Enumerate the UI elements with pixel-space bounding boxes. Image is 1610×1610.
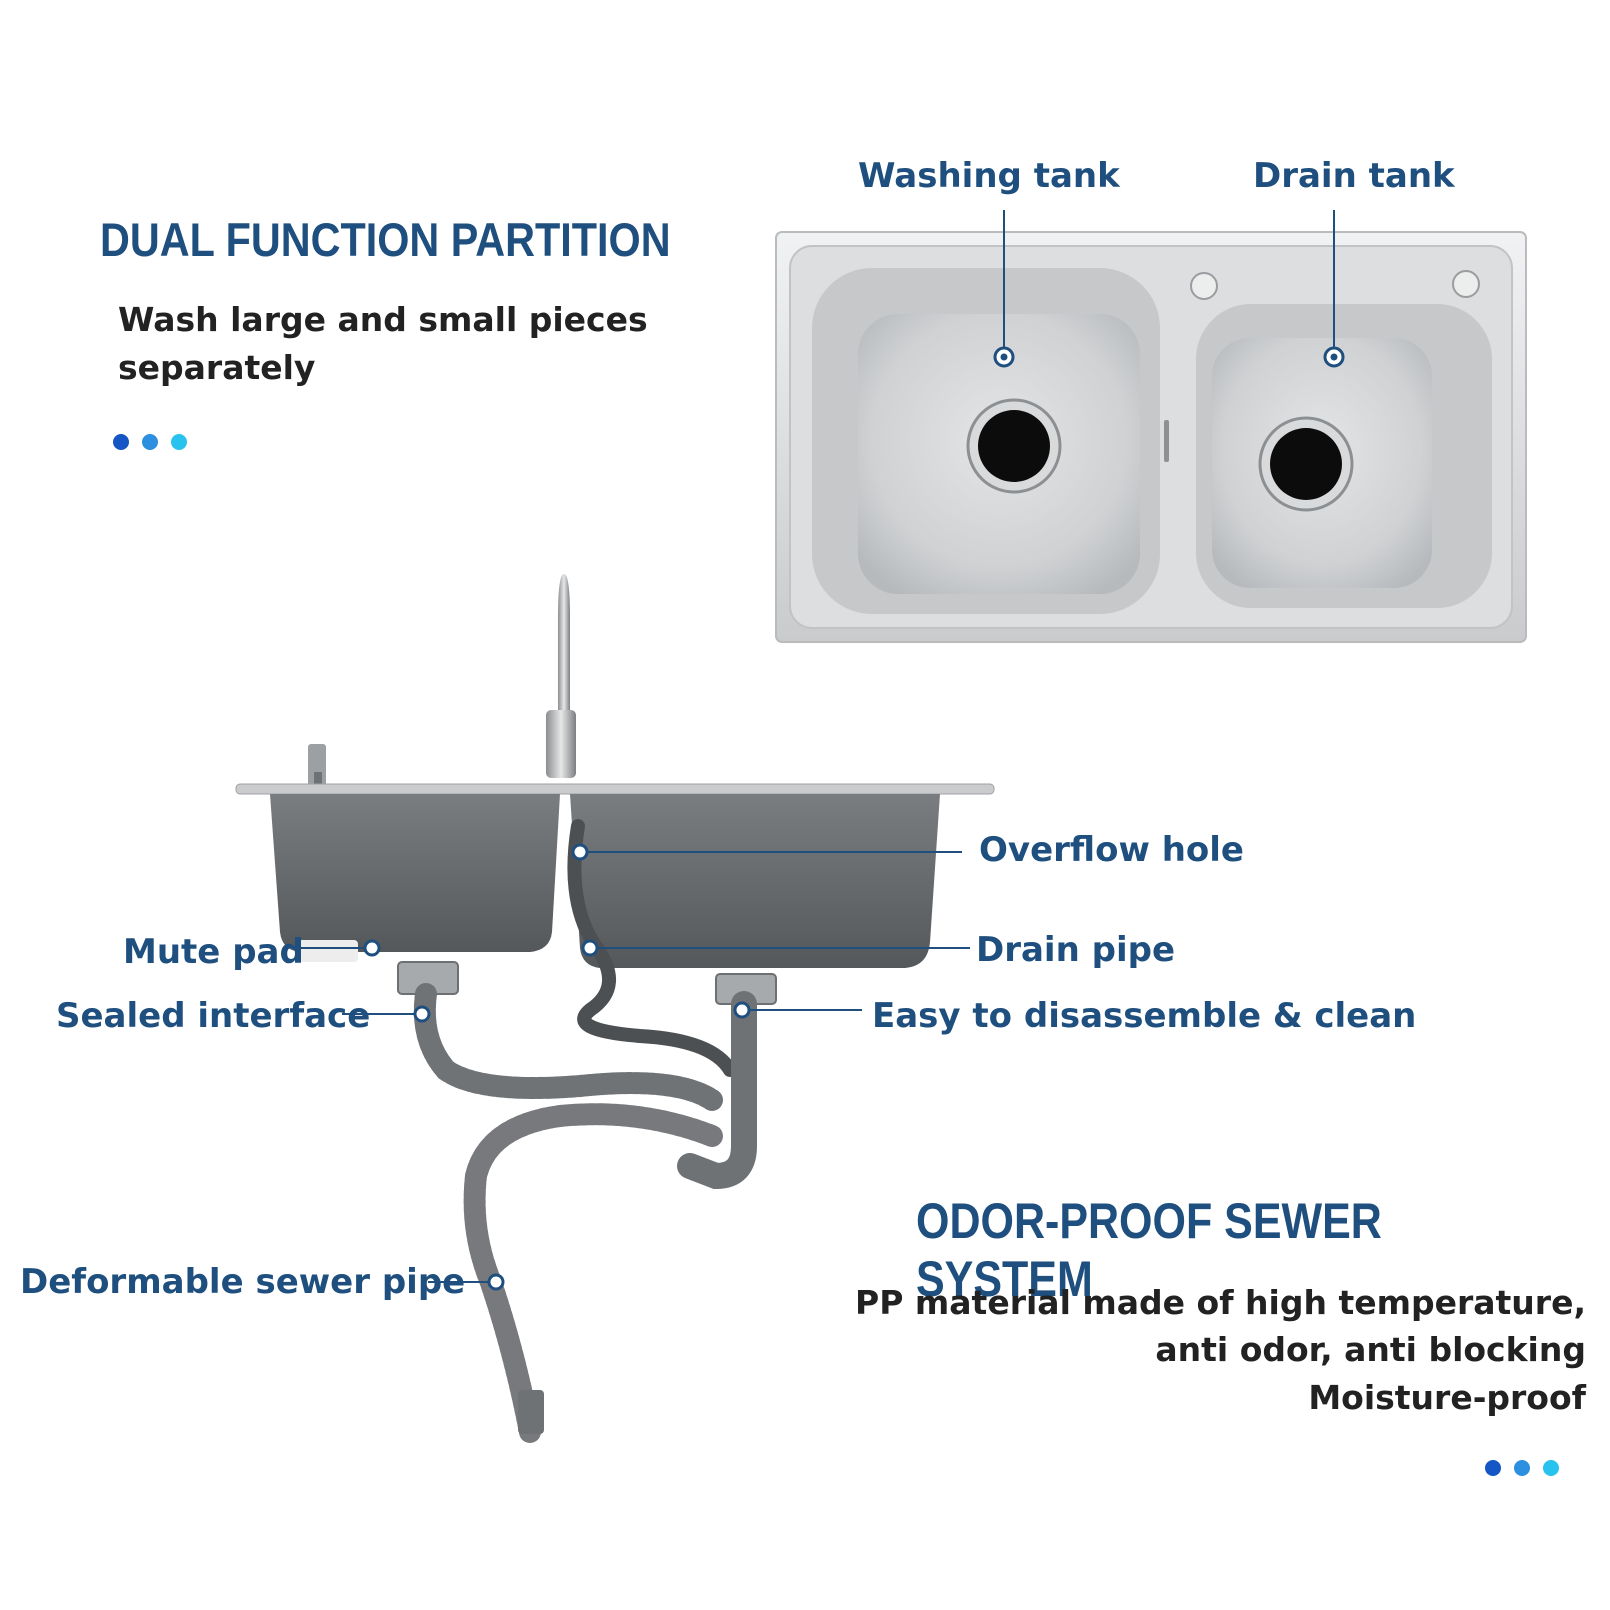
- dot-2: [1514, 1460, 1530, 1476]
- dot-1: [113, 434, 129, 450]
- top-callout-lines: [1003, 210, 1335, 356]
- overflow-hole-label: Overflow hole: [979, 830, 1244, 870]
- easy-clean-label: Easy to disassemble & clean: [872, 996, 1417, 1036]
- dot-1: [1485, 1460, 1501, 1476]
- bottom-dots-decoration: [1485, 1460, 1559, 1476]
- drain-tank-label: Drain tank: [1253, 156, 1455, 196]
- washing-tank-marker: [993, 346, 1015, 368]
- sewer-pipe-label: Deformable sewer pipe: [20, 1262, 466, 1302]
- sewer-pipe-marker: [487, 1273, 505, 1291]
- odor-proof-line-2: anti odor, anti blocking: [1155, 1330, 1586, 1369]
- odor-proof-line-1: PP material made of high temperature,: [855, 1283, 1586, 1322]
- side-view-sink-image: [235, 574, 995, 1443]
- washing-tank-label: Washing tank: [858, 156, 1120, 196]
- dual-function-line-1: Wash large and small pieces: [118, 300, 648, 339]
- overflow-hole-marker: [571, 843, 589, 861]
- sealed-interface-marker: [413, 1005, 431, 1023]
- sealed-interface-label: Sealed interface: [56, 996, 371, 1036]
- easy-clean-marker: [733, 1001, 751, 1019]
- drain-tank-marker: [1323, 346, 1345, 368]
- side-callout-lines: [292, 851, 970, 1283]
- dot-3: [1543, 1460, 1559, 1476]
- dot-3: [171, 434, 187, 450]
- mute-pad-marker: [363, 939, 381, 957]
- dual-function-line-2: separately: [118, 348, 316, 387]
- drain-pipe-label: Drain pipe: [976, 930, 1176, 970]
- odor-proof-line-3: Moisture-proof: [1308, 1378, 1586, 1417]
- drain-pipe-marker: [581, 939, 599, 957]
- odor-proof-heading: ODOR-PROOF SEWER SYSTEM: [916, 1193, 1382, 1307]
- mute-pad-label: Mute pad: [123, 932, 304, 972]
- dual-function-heading: DUAL FUNCTION PARTITION: [100, 213, 671, 266]
- top-view-sink-image: [775, 231, 1527, 643]
- dot-2: [142, 434, 158, 450]
- top-dots-decoration: [113, 434, 187, 450]
